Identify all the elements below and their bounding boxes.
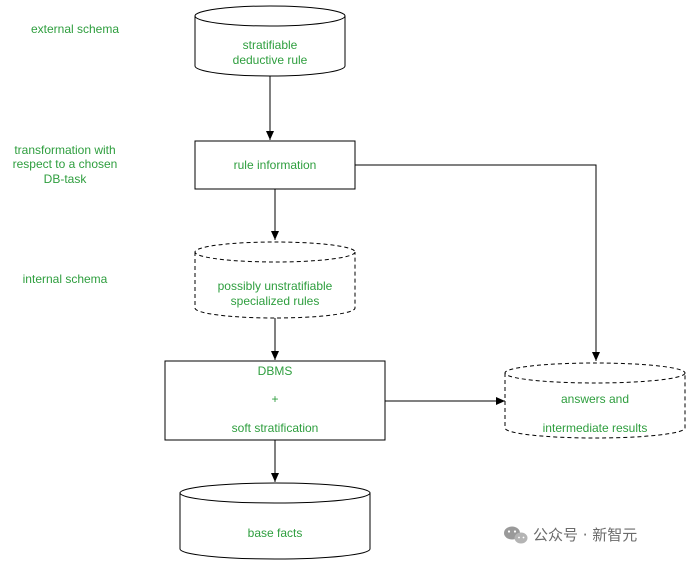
transformation-label-line-3: DB-task [44,172,88,186]
base-facts-text: base facts [248,526,303,540]
answers-node: answers and intermediate results [504,362,686,439]
wechat-icon [504,526,528,544]
transformation-label-line-1: transformation with [14,143,115,157]
stratifiable-rule-node: stratifiable deductive rule [194,5,346,77]
specialized-rules-line-1: possibly unstratifiable [218,279,333,293]
stratifiable-rule-line-2: deductive rule [233,53,308,67]
dbms-line-2: + [271,392,278,406]
rule-information-text: rule information [234,158,317,172]
answers-line-1: answers and [561,392,629,406]
dbms-node: DBMS + soft stratification [164,360,386,441]
dbms-line-1: DBMS [258,364,293,378]
external-schema-label: external schema [31,22,119,36]
rule-information-node: rule information [194,140,356,190]
stratifiable-rule-line-1: stratifiable [243,38,298,52]
dbms-line-3: soft stratification [232,421,319,435]
internal-schema-label: internal schema [23,272,108,286]
edge-information-to-answers [355,164,600,361]
specialized-rules-line-2: specialized rules [231,294,320,308]
specialized-rules-node: possibly unstratifiable specialized rule… [194,241,356,319]
watermark: 公众号 · 新智元 [504,526,637,544]
answers-line-2: intermediate results [543,421,648,435]
base-facts-node: base facts [179,482,371,560]
watermark-text: 公众号 · 新智元 [533,526,637,544]
transformation-label-line-2: respect to a chosen [13,157,118,171]
